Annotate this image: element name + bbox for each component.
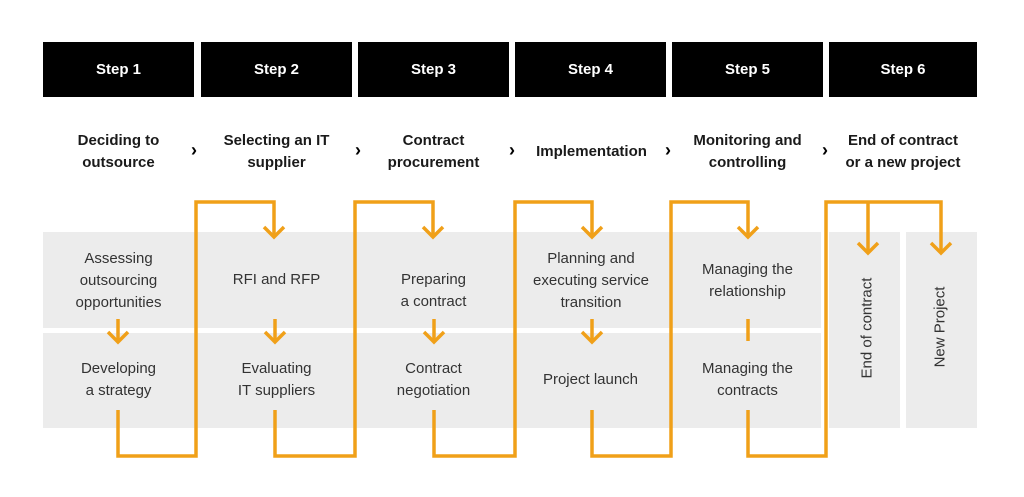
- arrow-down-icon: [106, 330, 130, 345]
- phase-3-line-1: Contract: [402, 132, 465, 149]
- arrow-down-icon: [263, 330, 287, 345]
- arrow-down-icon: [856, 241, 880, 256]
- phase-title-4: Implementation: [521, 126, 662, 178]
- step-3-header: Step 3: [358, 42, 509, 97]
- phase-5-line-2: controlling: [708, 154, 787, 171]
- phase-6-line-1: End of contract: [847, 132, 958, 149]
- activity-4-lower: Project launch: [520, 368, 661, 392]
- outcome-panel-end: [829, 232, 900, 428]
- arrow-down-icon: [580, 225, 604, 240]
- activity-1-upper-line-1: Assessing: [84, 250, 153, 267]
- arrow-down-icon: [262, 225, 286, 240]
- activity-2-upper: RFI and RFP: [206, 268, 347, 292]
- activity-3-upper: Preparing a contract: [363, 268, 504, 314]
- phase-6-line-2: or a new project: [845, 154, 961, 171]
- activity-4-upper-line-3: transition: [560, 294, 622, 311]
- arrow-down-icon: [421, 225, 445, 240]
- step-6-header: Step 6: [829, 42, 977, 97]
- activity-3-upper-line-1: Preparing: [400, 271, 467, 288]
- phase-title-3: Contract procurement: [358, 126, 509, 178]
- activities-panel-upper: [43, 232, 821, 328]
- activity-2-upper-line-1: RFI and RFP: [232, 271, 321, 288]
- chevron-right-icon: ›: [191, 139, 197, 160]
- phase-3-line-2: procurement: [387, 154, 480, 171]
- activity-3-lower-line-1: Contract: [405, 360, 462, 377]
- phase-title-5: Monitoring and controlling: [672, 126, 823, 178]
- activity-2-lower: Evaluating IT suppliers: [206, 357, 347, 403]
- step-6-label: Step 6: [880, 61, 926, 78]
- step-3-label: Step 3: [410, 61, 456, 78]
- activity-5-upper-line-2: relationship: [709, 283, 786, 300]
- activity-4-upper-line-1: Planning and: [547, 250, 635, 267]
- step-1-label: Step 1: [95, 61, 141, 78]
- activity-1-lower: Developing a strategy: [48, 357, 189, 403]
- step-5-header: Step 5: [672, 42, 823, 97]
- step-2-header: Step 2: [201, 42, 352, 97]
- arrow-down-icon: [736, 225, 760, 240]
- step-5-label: Step 5: [724, 61, 770, 78]
- arrow-down-icon: [580, 330, 604, 345]
- step-4-header: Step 4: [515, 42, 666, 97]
- step-1-header: Step 1: [43, 42, 194, 97]
- outcome-end-of-contract: End of contract: [858, 277, 876, 379]
- phase-1-line-1: Deciding to: [77, 132, 160, 149]
- outcome-panel-new: [906, 232, 977, 428]
- phase-2-line-1: Selecting an IT: [223, 132, 330, 149]
- activity-5-upper-line-1: Managing the: [702, 261, 793, 278]
- phase-1-line-2: outsource: [82, 154, 155, 171]
- activity-1-lower-line-1: Developing: [80, 360, 157, 377]
- phase-title-1: Deciding to outsource: [43, 126, 194, 178]
- activity-1-lower-line-2: a strategy: [85, 382, 152, 399]
- step-4-label: Step 4: [567, 61, 613, 78]
- step-2-label: Step 2: [253, 61, 299, 78]
- arrow-down-icon: [422, 330, 446, 345]
- activity-2-lower-line-1: Evaluating: [241, 360, 312, 377]
- activity-5-upper: Managing the relationship: [677, 258, 818, 304]
- phase-2-line-2: supplier: [247, 154, 306, 171]
- activity-3-lower-line-2: negotiation: [396, 382, 471, 399]
- activity-4-lower-line-1: Project launch: [542, 371, 639, 388]
- activity-5-lower-line-2: contracts: [717, 382, 778, 399]
- chevron-right-icon: ›: [355, 139, 361, 160]
- chevron-right-icon: ›: [509, 139, 515, 160]
- chevron-right-icon: ›: [822, 139, 828, 160]
- phase-4-line-1: Implementation: [536, 143, 647, 160]
- phase-title-2: Selecting an IT supplier: [201, 126, 352, 178]
- activity-1-upper: Assessing outsourcing opportunities: [48, 246, 189, 316]
- activities-panel-lower: [43, 333, 821, 428]
- activity-3-upper-line-2: a contract: [400, 293, 467, 310]
- outcome-new-project: New Project: [931, 286, 949, 368]
- phase-title-6: End of contract or a new project: [831, 126, 975, 178]
- chevron-right-icon: ›: [665, 139, 671, 160]
- activity-5-lower-line-1: Managing the: [702, 360, 793, 377]
- activity-1-upper-line-3: opportunities: [75, 294, 162, 311]
- activity-3-lower: Contract negotiation: [363, 357, 504, 403]
- activity-2-lower-line-2: IT suppliers: [237, 382, 316, 399]
- phase-5-line-1: Monitoring and: [693, 132, 802, 149]
- activity-5-lower: Managing the contracts: [677, 357, 818, 403]
- arrow-down-icon: [929, 241, 953, 256]
- activity-4-upper: Planning and executing service transition: [516, 246, 666, 316]
- activity-4-upper-line-2: executing service: [533, 272, 649, 289]
- activity-1-upper-line-2: outsourcing: [79, 272, 158, 289]
